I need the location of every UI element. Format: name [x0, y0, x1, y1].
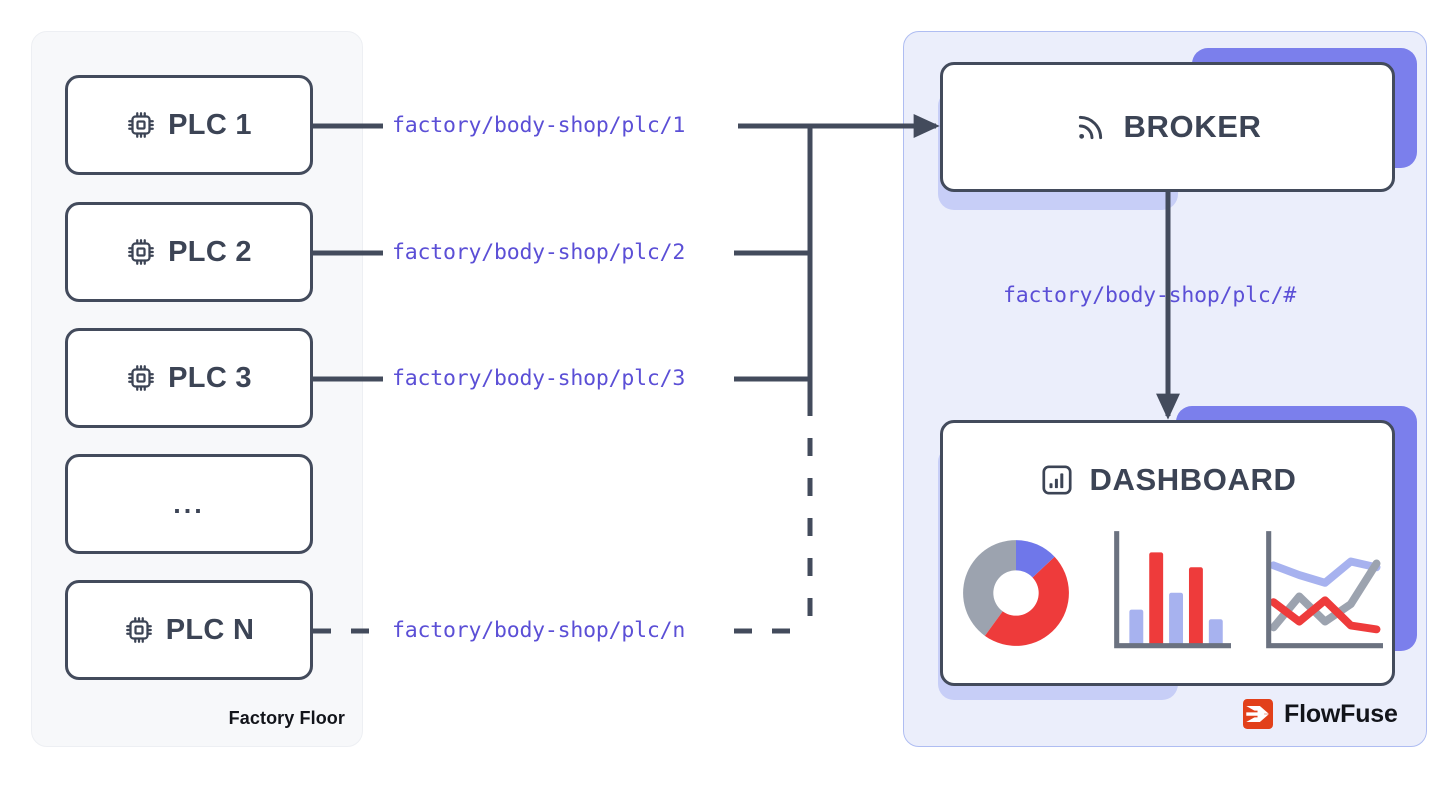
plc-node-label: PLC 1 [168, 108, 252, 141]
factory-floor-caption: Factory Floor [228, 708, 345, 728]
mini-donut-chart [962, 540, 1069, 646]
broker-label: BROKER [1123, 109, 1262, 144]
dashboard-label: DASHBOARD [1089, 462, 1297, 497]
cpu-icon [128, 112, 155, 138]
dashboard-header: DASHBOARD [940, 462, 1395, 498]
ellipsis-label: ... [173, 488, 205, 519]
subscribe-topic-label: factory/body-shop/plc/# [1003, 283, 1297, 308]
plc-node-ellipsis: ... [65, 454, 313, 554]
plc-node-label: PLC 3 [168, 361, 252, 394]
plc-node-label: PLC N [165, 613, 255, 646]
flowfuse-wordmark: FlowFuse [1284, 699, 1398, 728]
rss-broadcast-icon [1078, 115, 1102, 140]
topic-label-plc-2: factory/body-shop/plc/2 [392, 240, 686, 265]
cpu-icon [128, 365, 155, 391]
topic-label-plc-3: factory/body-shop/plc/3 [392, 366, 686, 391]
flowfuse-logo-icon [1243, 699, 1273, 729]
plc-node-3[interactable]: PLC 3 [65, 328, 313, 428]
plc-node-1[interactable]: PLC 1 [65, 75, 313, 175]
dashboard-mini-charts [940, 528, 1395, 658]
plc-node-2[interactable]: PLC 2 [65, 202, 313, 302]
plc-node-label: PLC 2 [168, 235, 252, 268]
mini-bar-chart [1113, 531, 1231, 649]
mini-line-chart [1265, 531, 1383, 649]
cpu-icon [125, 617, 152, 643]
topic-label-plc-1: factory/body-shop/plc/1 [392, 113, 686, 138]
dashboard-card[interactable]: DASHBOARD [938, 406, 1417, 700]
flowfuse-brand: FlowFuse [1243, 699, 1398, 729]
topic-label-plc-n: factory/body-shop/plc/n [392, 618, 686, 643]
broker-card-face: BROKER [940, 62, 1395, 192]
plc-node-n[interactable]: PLC N [65, 580, 313, 680]
cpu-icon [128, 239, 155, 265]
bar-chart-box-icon [1041, 465, 1072, 495]
broker-card[interactable]: BROKER [938, 48, 1417, 210]
